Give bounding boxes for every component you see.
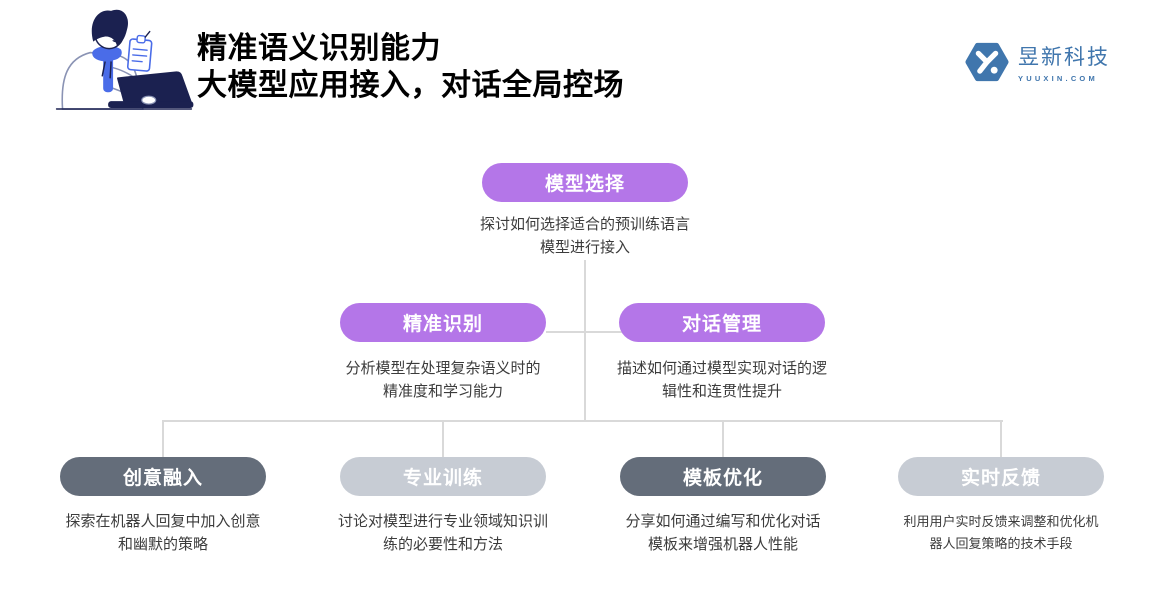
node-accurate-recognition-description: 分析模型在处理复杂语义时的 精准度和学习能力 [345,360,541,400]
node-model-selection: 模型选择 [482,163,688,202]
logo-hexagon-icon [965,42,1009,82]
logo-domain-text: YUUXIN.COM [1018,74,1098,83]
node-model-selection-description: 探讨如何选择适合的预训练语言 模型进行接入 [479,216,690,256]
logo-company-name: 昱新科技 [1018,46,1110,69]
company-logo: 昱新科技 YUUXIN.COM [964,38,1110,86]
connector-level3-span [162,420,1003,422]
scarf [92,45,122,62]
node-template-optimization-description: 分享如何通过编写和优化对话 模板来增强机器人性能 [625,513,821,553]
node-creative-integration-description: 探索在机器人回复中加入创意 和幽默的策略 [65,513,261,553]
connector-root-vertical [584,260,586,421]
node-professional-training-description: 讨论对模型进行专业领域知识训 练的必要性和方法 [337,513,548,553]
node-professional-training: 专业训练 [340,457,546,496]
node-creative-integration: 创意融入 [60,457,266,496]
person-at-laptop-illustration [55,9,194,110]
drawstring-left [101,61,106,77]
connector-drop-2 [442,420,444,457]
node-realtime-feedback: 实时反馈 [898,457,1104,496]
node-dialog-management: 对话管理 [619,303,825,342]
hair [91,9,128,47]
page-title: 精准语义识别能力 大模型应用接入，对话全局控场 [197,32,624,102]
connector-drop-1 [162,420,164,457]
drawstring-right [109,61,112,79]
node-realtime-feedback-description: 利用用户实时反馈来调整和优化机 器人回复策略的技术手段 [903,514,1099,551]
laptop-base [108,101,194,109]
connector-level2-horizontal [546,331,622,333]
node-accurate-recognition: 精准识别 [340,303,546,342]
node-dialog-management-description: 描述如何通过模型实现对话的逻 辑性和连贯性提升 [616,360,827,400]
smile [112,40,120,43]
connector-drop-4 [1000,420,1002,457]
hand [141,95,157,105]
eye [114,32,118,36]
connector-drop-3 [722,420,724,457]
clipboard-icon [126,30,153,72]
node-template-optimization: 模板优化 [620,457,826,496]
laptop-screen [117,71,192,106]
